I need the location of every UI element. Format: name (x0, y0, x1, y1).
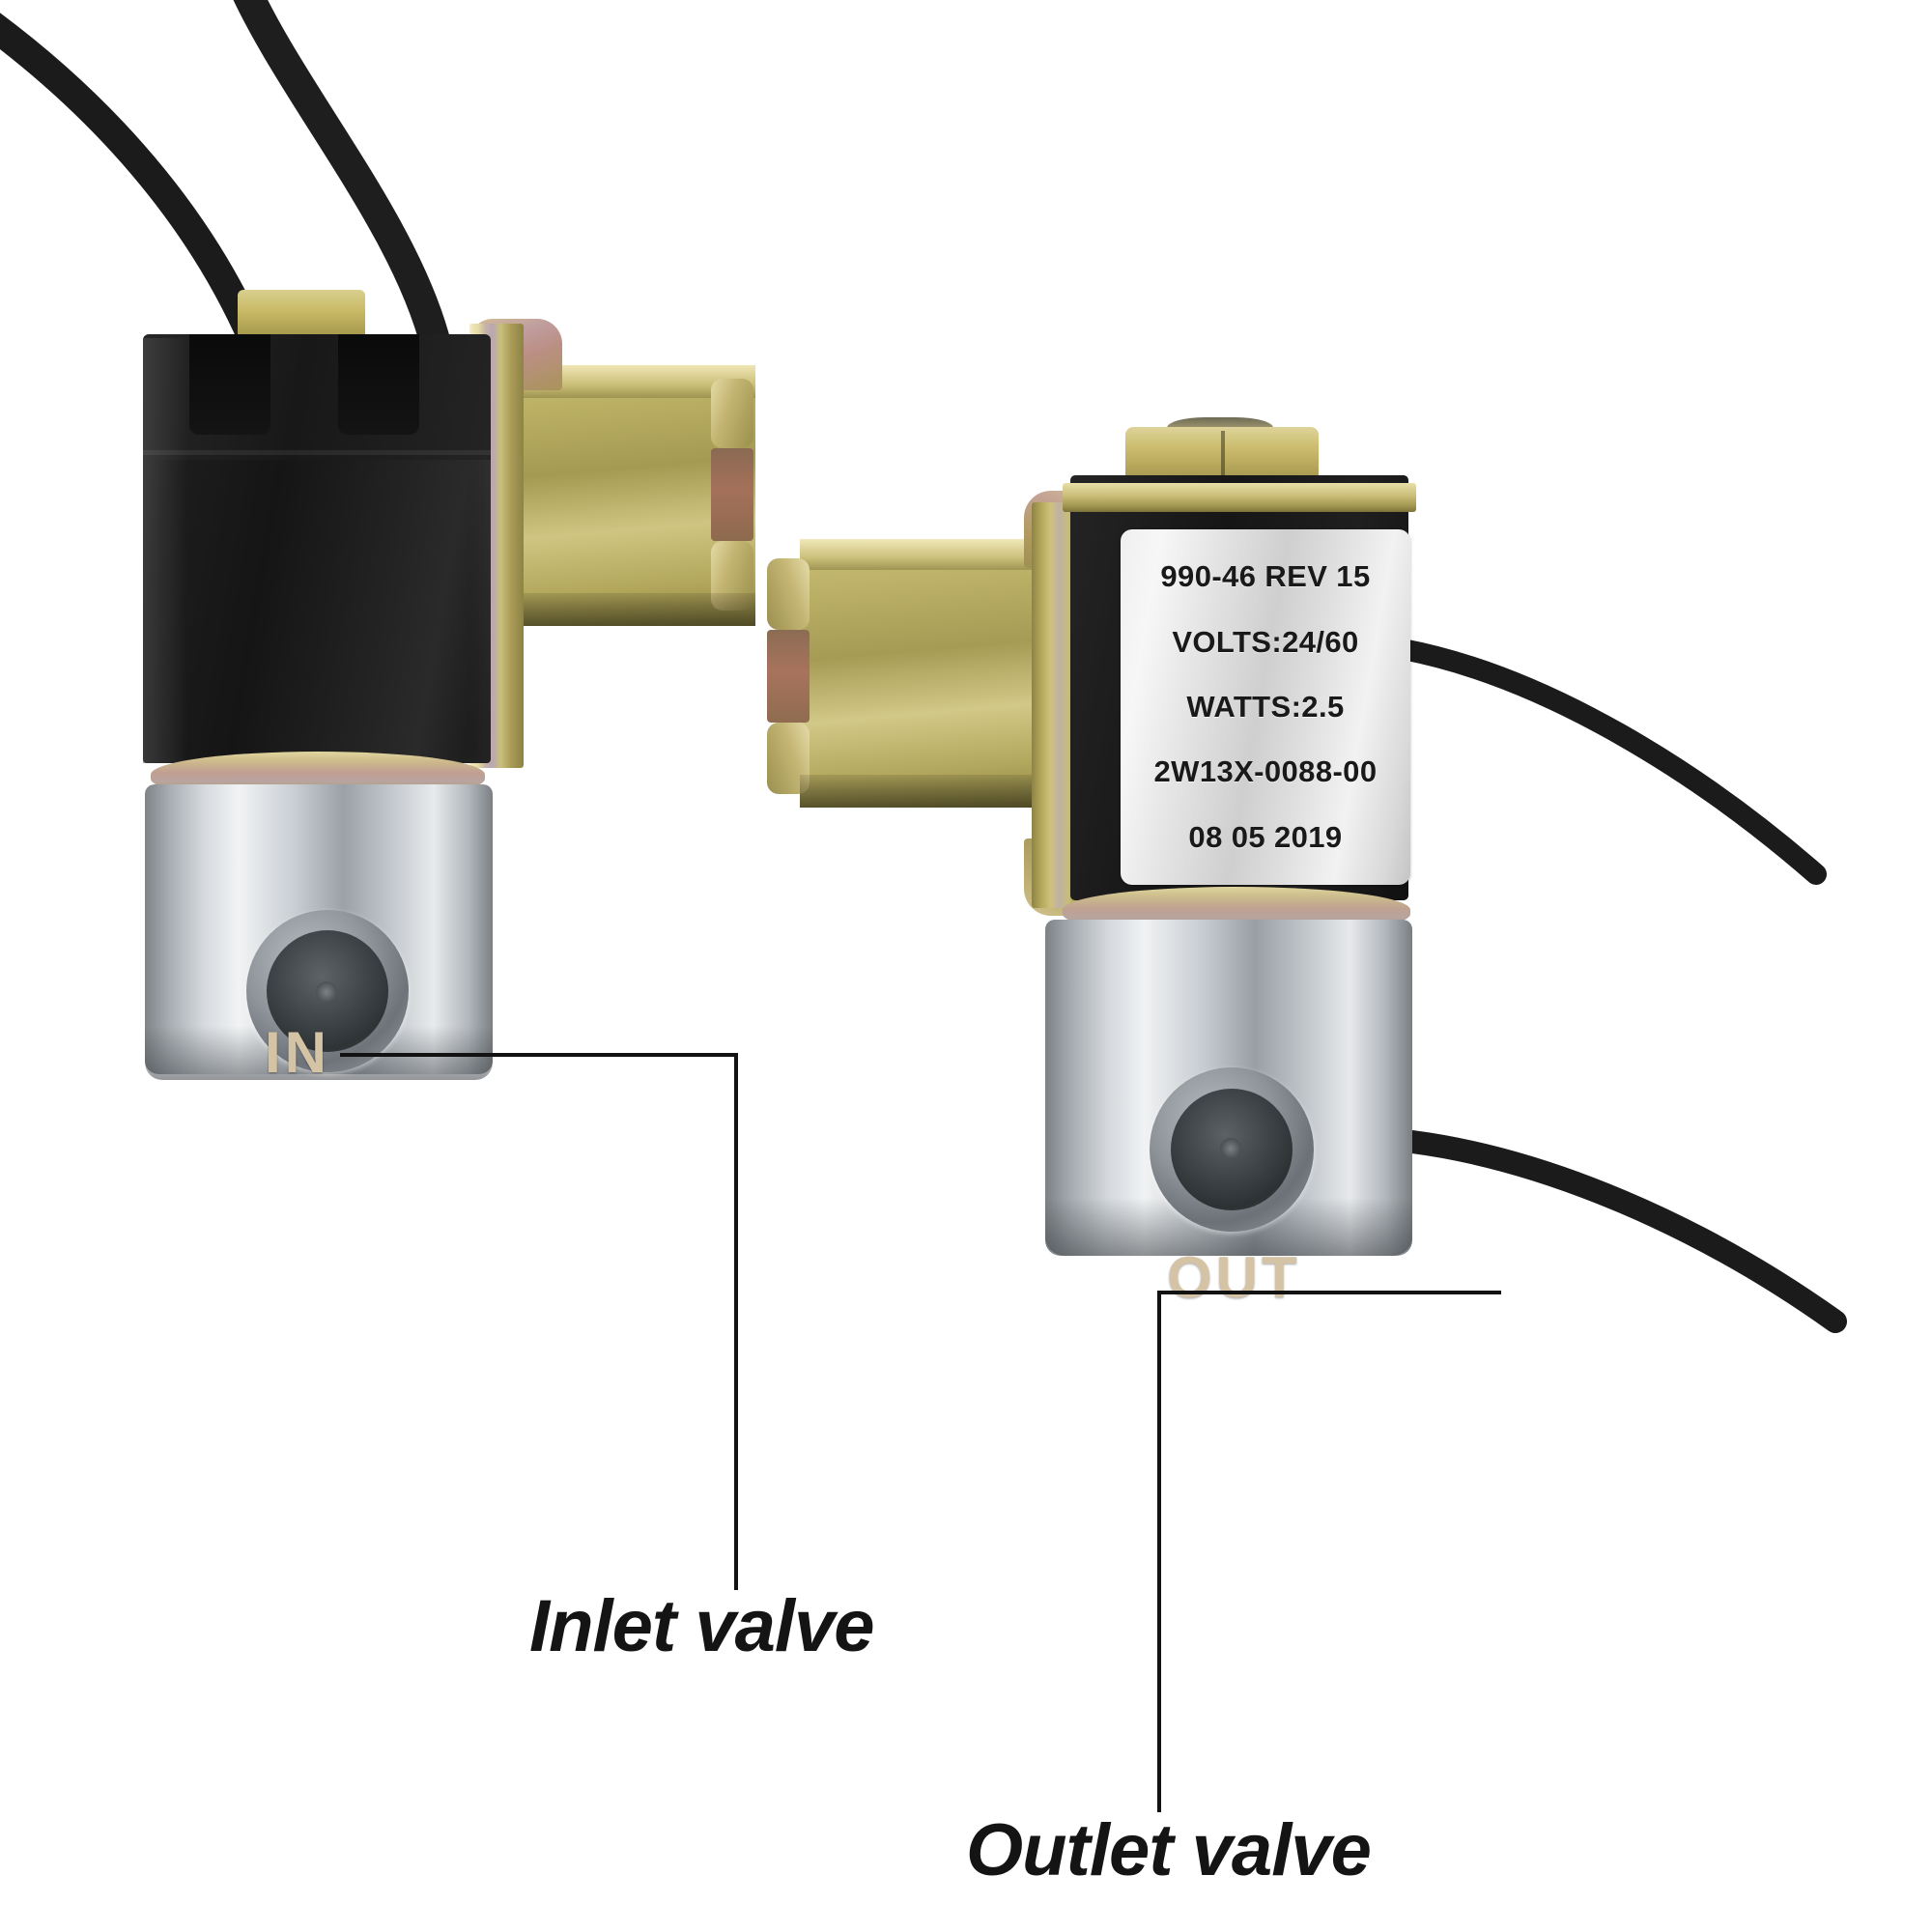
inlet-coil-seam (143, 450, 491, 455)
inlet-valve-caption: Inlet valve (529, 1585, 875, 1667)
inlet-cable-notch-right (338, 334, 419, 435)
outlet-bracket-arm (800, 539, 1041, 808)
outlet-bracket-slot (767, 630, 810, 723)
outlet-bracket-tab-lower (767, 723, 810, 794)
outlet-bracket-shadow (800, 775, 1041, 808)
nameplate-line-model: 2W13X-0088-00 (1153, 754, 1378, 789)
left-valve-cable-1 (0, 13, 268, 355)
inlet-leader-vertical (734, 1053, 738, 1590)
inlet-bracket-slot (711, 448, 753, 541)
outlet-leader-horizontal (1157, 1291, 1501, 1294)
inlet-bracket-tab-upper (711, 379, 753, 448)
outlet-port-marking: OUT (1167, 1245, 1301, 1310)
outlet-coil-top-plate (1063, 483, 1416, 512)
nameplate-line-date: 08 05 2019 (1188, 819, 1343, 854)
outlet-port-center (1220, 1138, 1241, 1159)
inlet-port-marking: IN (265, 1020, 330, 1085)
outlet-leader-vertical (1157, 1291, 1161, 1812)
inlet-leader-horizontal (340, 1053, 738, 1057)
outlet-nameplate: 990-46 REV 15 VOLTS:24/60 WATTS:2.5 2W13… (1121, 529, 1410, 885)
inlet-coil-shading (143, 338, 187, 763)
right-valve-cable-1 (1392, 639, 1827, 885)
nameplate-line-part-number: 990-46 REV 15 (1160, 559, 1371, 594)
right-valve-cable-2 (1401, 1130, 1847, 1333)
outlet-bracket-tab-upper (767, 558, 810, 630)
inlet-port-center (316, 981, 337, 1003)
nameplate-line-volts: VOLTS:24/60 (1172, 624, 1359, 659)
outlet-hex-nut-facet (1221, 431, 1225, 487)
outlet-bracket-arm-top-edge (800, 539, 1041, 570)
inlet-cable-notch-left (189, 334, 270, 435)
inlet-bracket-shadow (514, 593, 755, 626)
nameplate-line-watts: WATTS:2.5 (1186, 689, 1345, 724)
outlet-valve-caption: Outlet valve (966, 1809, 1372, 1891)
inlet-bracket-tab-lower (711, 541, 753, 611)
